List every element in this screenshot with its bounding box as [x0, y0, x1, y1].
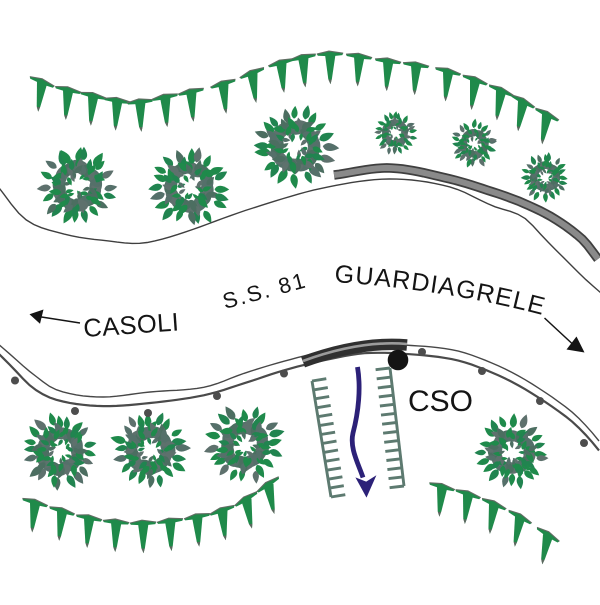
svg-text:CASOLI: CASOLI	[82, 308, 180, 343]
svg-text:CSO: CSO	[408, 385, 473, 418]
